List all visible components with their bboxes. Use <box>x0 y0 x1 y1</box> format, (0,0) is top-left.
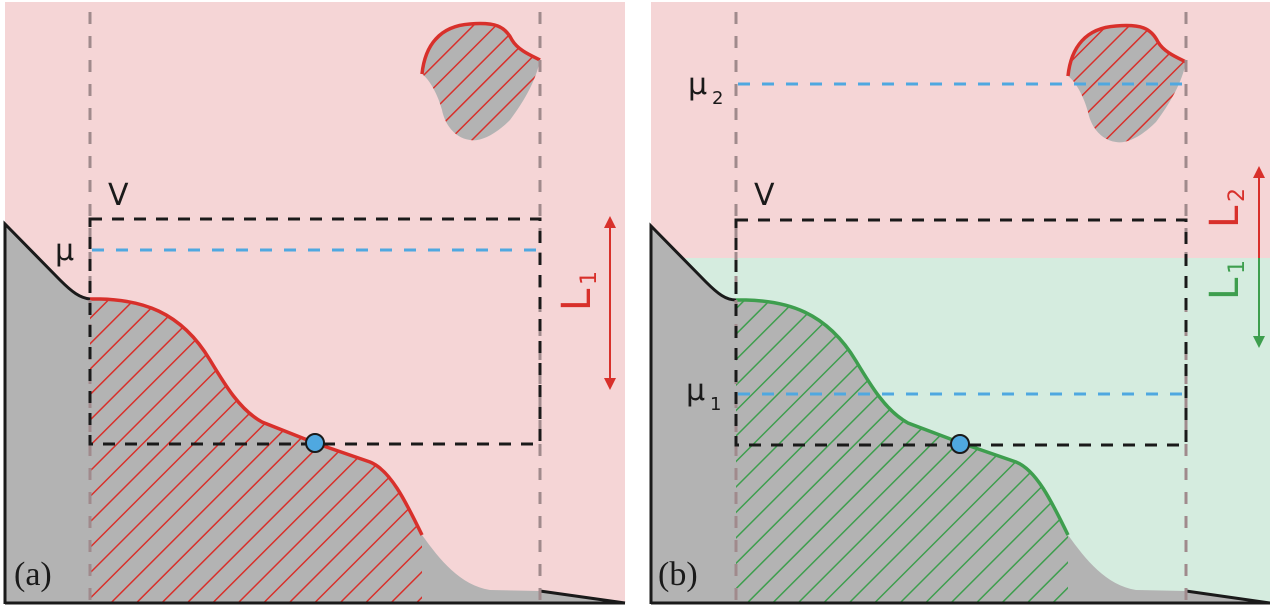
panel-a-mu-label: μ <box>55 233 74 268</box>
panel-a-range-label: L 1 <box>554 271 602 311</box>
panel-b-range2-label: L 2 <box>1202 188 1250 228</box>
panel-b-level-curve <box>736 298 1070 536</box>
panel-a-label: (a) <box>14 556 52 593</box>
svg-text:1: 1 <box>710 394 721 415</box>
svg-text:1: 1 <box>577 271 602 285</box>
svg-text:μ: μ <box>686 373 705 408</box>
panel-a-terrain-outline <box>3 220 91 604</box>
panel-a-v-box <box>88 217 542 446</box>
panel-b-terrain-outline-right <box>1185 589 1270 605</box>
panel-b-v-box <box>734 218 1188 447</box>
svg-text:L: L <box>1202 205 1248 228</box>
panel-b-mu1-label: μ 1 <box>686 373 721 415</box>
panel-b-v-label: V <box>754 178 775 213</box>
panel-a-point <box>305 433 325 453</box>
panel-b-background-top <box>651 2 1270 258</box>
panel-b-range1-label: L 1 <box>1202 260 1250 300</box>
panel-b-label: (b) <box>658 556 698 593</box>
panel-a-blob-outline <box>420 21 541 75</box>
svg-text:L: L <box>554 288 600 311</box>
panel-a-hatched-region <box>90 299 422 604</box>
panel-b-point <box>950 434 970 454</box>
panel-a-level-curve <box>90 297 424 536</box>
svg-text:1: 1 <box>1225 260 1250 274</box>
panel-b-mu2-label: μ 2 <box>688 67 723 109</box>
svg-text:2: 2 <box>1225 188 1250 202</box>
svg-text:L: L <box>1202 277 1248 300</box>
panel-b-hatched-region <box>736 300 1068 604</box>
svg-text:2: 2 <box>712 88 723 109</box>
panel-b: V μ 2 μ 1 (b) L 2 L 1 <box>649 2 1270 605</box>
panel-b-blob-outline <box>1066 23 1187 77</box>
svg-text:μ: μ <box>688 67 707 102</box>
panel-a-v-label: V <box>108 178 129 213</box>
panel-a-blob <box>422 23 540 141</box>
panel-b-terrain-outline <box>649 222 737 604</box>
panel-a-terrain-outline-right <box>539 589 626 605</box>
panel-a: V μ (a) L 1 <box>3 2 626 605</box>
